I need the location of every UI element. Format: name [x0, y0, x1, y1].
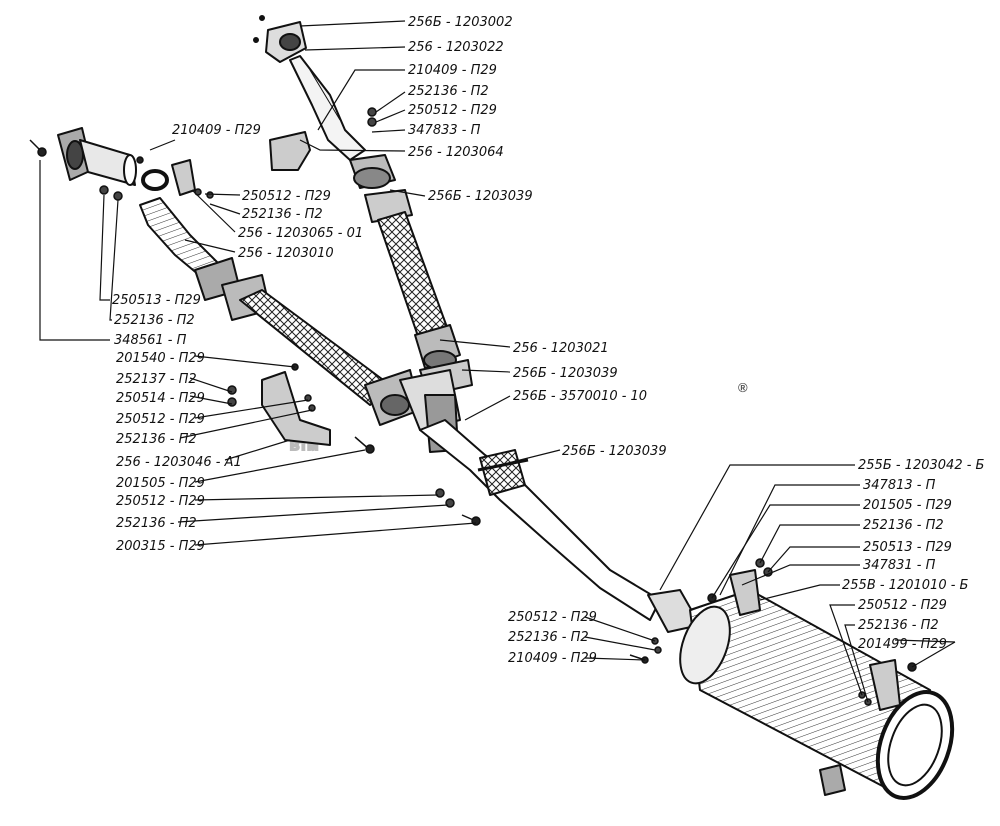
label-part: 256 - 1203010	[238, 246, 334, 261]
leader-lines	[39, 20, 956, 703]
label-part: 347831 - П	[863, 558, 936, 573]
registered-mark: ®	[738, 380, 748, 395]
label-part: 250513 - П29	[863, 540, 952, 555]
label-part: 256 - 1203046 - А1	[116, 455, 242, 470]
mid-bracket	[261, 371, 331, 446]
label-part: 256 - 1203065 - 01	[238, 226, 363, 241]
label-part: 256 - 1203021	[513, 341, 609, 356]
exhaust-drawing	[29, 15, 955, 800]
label-part: 256Б - 1203039	[513, 366, 618, 381]
label-part: 252136 - П2	[116, 516, 197, 531]
label-part: 252136 - П2	[863, 518, 944, 533]
right-bracket	[269, 131, 311, 171]
label-part: 250512 - П29	[242, 189, 331, 204]
label-part: 256Б - 1203039	[428, 189, 533, 204]
left-manifold-flange	[57, 127, 137, 186]
label-part: 200315 - П29	[116, 539, 205, 554]
label-part: 255В - 1201010 - Б	[842, 578, 969, 593]
label-part: 252136 - П2	[116, 432, 197, 447]
label-part: 250512 - П29	[116, 412, 205, 427]
label-part: 256Б - 1203002	[408, 15, 513, 30]
label-part: 348561 - П	[114, 333, 187, 348]
label-part: 201505 - П29	[116, 476, 205, 491]
label-part: 201505 - П29	[863, 498, 952, 513]
label-part: 252136 - П2	[508, 630, 589, 645]
label-part: 252137 - П2	[116, 372, 197, 387]
gasket-ring	[141, 169, 169, 191]
label-part: 255Б - 1203042 - Б	[858, 458, 985, 473]
label-part: 250512 - П29	[508, 610, 597, 625]
label-part: 250512 - П29	[408, 103, 497, 118]
right-flexible-hose	[377, 211, 449, 343]
left-bracket	[171, 159, 196, 196]
part-labels: 256Б - 1203002 256 - 1203022 210409 - П2…	[112, 15, 985, 666]
label-part: 252136 - П2	[114, 313, 195, 328]
label-part: 201540 - П29	[116, 351, 205, 366]
label-part: 252136 - П2	[858, 618, 939, 633]
label-part: 250512 - П29	[116, 494, 205, 509]
muffler	[679, 569, 955, 800]
label-part: 347833 - П	[408, 123, 481, 138]
label-part: 201499 - П29	[858, 637, 947, 652]
label-part: 250512 - П29	[858, 598, 947, 613]
label-part: 250514 - П29	[116, 391, 205, 406]
label-part: 256 - 1203064	[408, 145, 504, 160]
label-part: 256Б - 1203039	[562, 444, 667, 459]
label-part: 256Б - 3570010 - 10	[513, 389, 647, 404]
right-manifold-flange	[253, 15, 307, 63]
label-part: 210409 - П29	[172, 123, 261, 138]
label-part: 210409 - П29	[508, 651, 597, 666]
label-part: 210409 - П29	[408, 63, 497, 78]
label-part: 347813 - П	[863, 478, 936, 493]
label-part: 252136 - П2	[408, 84, 489, 99]
label-part: 256 - 1203022	[408, 40, 504, 55]
label-part: 252136 - П2	[242, 207, 323, 222]
label-part: 250513 - П29	[112, 293, 201, 308]
